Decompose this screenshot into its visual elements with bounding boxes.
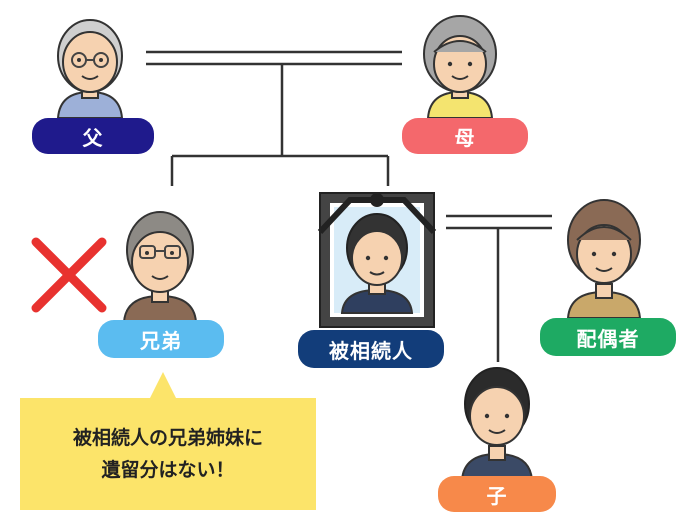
connector-lines (146, 50, 552, 362)
callout-pointer (150, 372, 176, 398)
deceased-label: 被相続人 (298, 330, 444, 368)
excluded-cross-icon (31, 237, 107, 313)
note-callout: 被相続人の兄弟姉妹に 遺留分はない！ (20, 398, 316, 510)
father-label: 父 (32, 118, 154, 154)
note-line-2: 遺留分はない！ (101, 459, 235, 481)
mother-avatar (423, 15, 497, 119)
note-line-1: 被相続人の兄弟姉妹に (72, 427, 263, 449)
mother-label: 母 (402, 118, 528, 154)
father-avatar (56, 19, 124, 119)
sibling-avatar (122, 211, 198, 323)
sibling-label: 兄弟 (98, 320, 224, 358)
deceased-portrait (317, 192, 437, 328)
spouse-avatar (566, 199, 642, 319)
child-avatar (460, 367, 534, 481)
spouse-label: 配偶者 (540, 318, 676, 356)
child-label: 子 (438, 476, 556, 512)
